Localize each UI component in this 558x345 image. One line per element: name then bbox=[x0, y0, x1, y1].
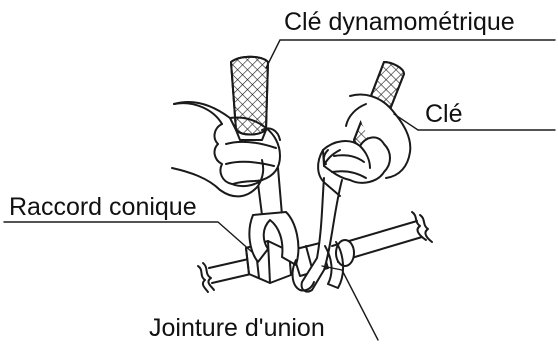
label-wrench: Clé bbox=[425, 102, 463, 127]
leader-wrench bbox=[394, 114, 555, 130]
right-pipe bbox=[332, 212, 432, 266]
leader-torque bbox=[266, 40, 555, 68]
leader-flare bbox=[4, 222, 252, 252]
label-flare-nut: Raccord conique bbox=[9, 195, 197, 220]
label-torque-wrench: Clé dynamométrique bbox=[284, 10, 515, 35]
label-union-joint: Jointure d'union bbox=[149, 316, 325, 341]
